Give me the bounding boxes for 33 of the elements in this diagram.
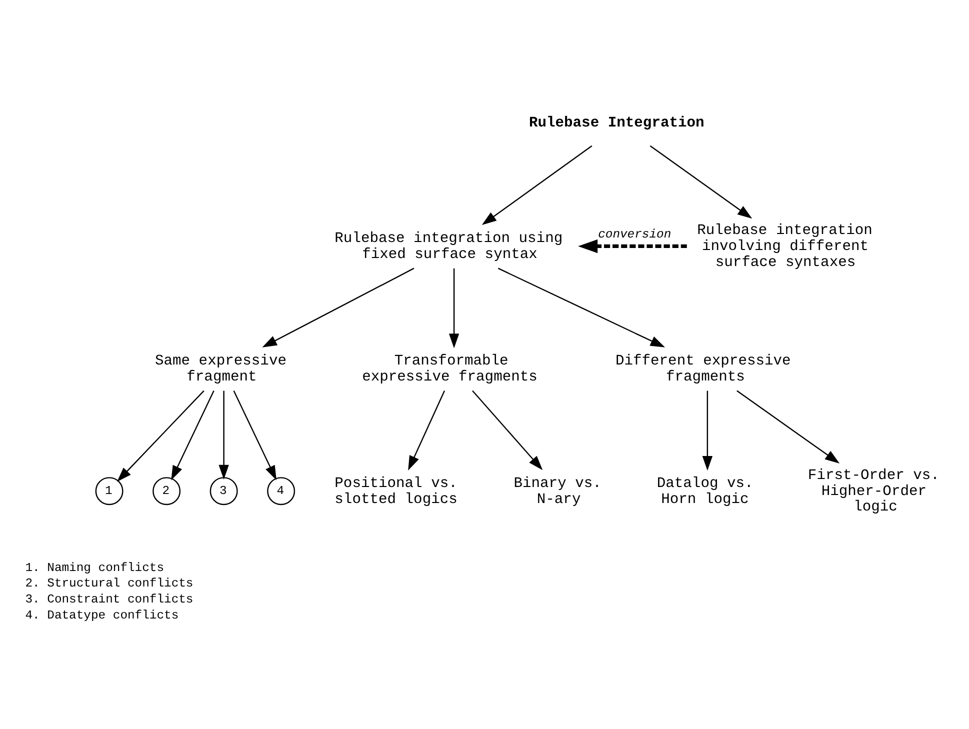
arrow bbox=[650, 144, 752, 218]
arrow bbox=[702, 390, 713, 470]
node-text: Different expressive fragments bbox=[615, 353, 791, 385]
node-text: Datalog vs. Horn logic bbox=[656, 475, 754, 508]
arrow bbox=[262, 267, 414, 347]
node-circle: 1 bbox=[95, 476, 124, 505]
arrow bbox=[117, 390, 204, 482]
node-text: First-Order vs. Higher-Order logic bbox=[808, 468, 940, 516]
arrow bbox=[448, 268, 460, 348]
arrow bbox=[472, 390, 543, 470]
arrow bbox=[171, 390, 214, 480]
arrow bbox=[578, 238, 687, 253]
arrow bbox=[482, 144, 592, 225]
arrow bbox=[408, 390, 446, 470]
node-text: Rulebase Integration bbox=[528, 114, 704, 131]
node-text: Transformable expressive fragments bbox=[362, 353, 538, 385]
node-text: Rulebase integration using fixed surface syntax bbox=[334, 230, 563, 262]
label: 2. Structural conflicts bbox=[25, 576, 194, 590]
node-text: Positional vs. slotted logics bbox=[334, 475, 458, 508]
node-circle: 2 bbox=[152, 476, 181, 505]
node-text: Rulebase integration involving different surface syntaxes bbox=[697, 222, 872, 270]
label: 1. Naming conflicts bbox=[25, 560, 164, 574]
node-circle: 3 bbox=[210, 476, 238, 505]
node-text: Binary vs. N-ary bbox=[514, 475, 602, 508]
label: 4. Datatype conflicts bbox=[25, 608, 179, 622]
node-text: Same expressive fragment bbox=[154, 353, 286, 385]
edge-label: conversion bbox=[598, 227, 672, 242]
arrow bbox=[233, 390, 276, 480]
arrow bbox=[218, 390, 229, 479]
arrow bbox=[498, 267, 666, 347]
label: 3. Constraint conflicts bbox=[25, 592, 194, 606]
node-circle: 4 bbox=[267, 476, 296, 505]
arrow bbox=[736, 390, 840, 463]
